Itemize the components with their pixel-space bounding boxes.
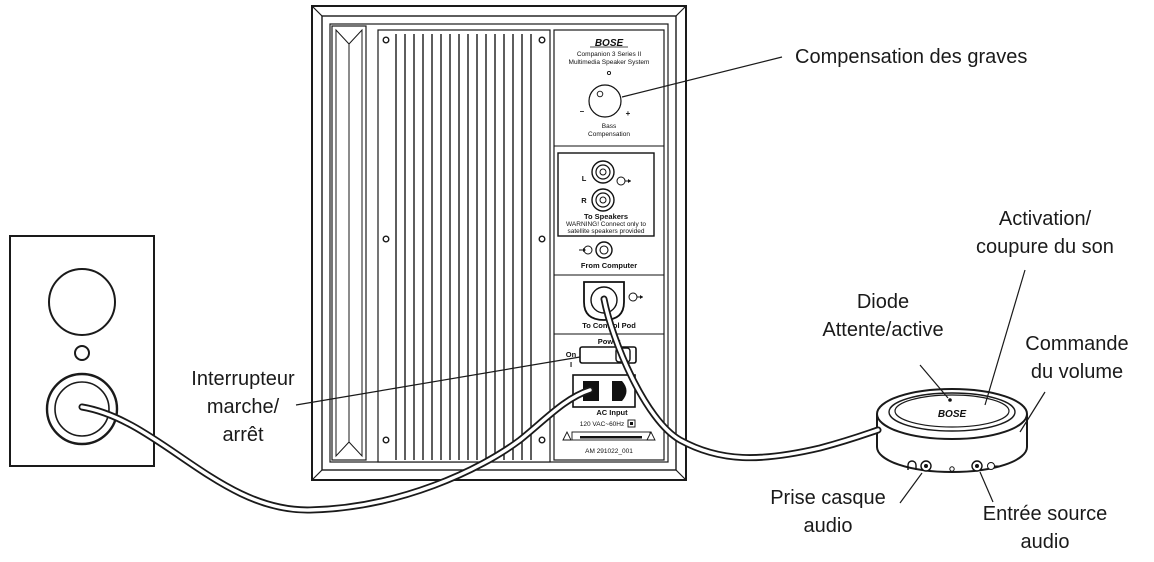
jack-r-label: R bbox=[581, 196, 587, 205]
headphone-jack[interactable] bbox=[920, 460, 932, 472]
ac-input-socket[interactable] bbox=[572, 374, 636, 408]
callout-volume-line2: du volume bbox=[1031, 361, 1123, 383]
leader-bass bbox=[621, 56, 783, 98]
headphone-icon bbox=[907, 460, 917, 470]
control-pod-output-icon bbox=[628, 292, 643, 302]
callout-headphone-line1: Prise casque bbox=[770, 487, 886, 509]
panel-logo: BOSE bbox=[595, 38, 624, 49]
aux-jack[interactable] bbox=[971, 460, 983, 472]
voltage-label: 120 VAC~60Hz bbox=[580, 421, 625, 428]
double-insulation-icon bbox=[627, 419, 636, 428]
callout-mute-line2: coupure du son bbox=[976, 236, 1114, 258]
panel-product-line1: Companion 3 Series II bbox=[577, 51, 642, 58]
bass-plus-label: + bbox=[626, 109, 631, 118]
warning-strip bbox=[562, 430, 656, 441]
standby-led bbox=[948, 398, 952, 402]
callout-volume-line1: Commande bbox=[1025, 333, 1128, 355]
from-computer-jack[interactable] bbox=[595, 241, 613, 259]
to-speakers-label: To Speakers bbox=[584, 212, 628, 221]
warning-line1: WARNING! Connect only to bbox=[566, 221, 646, 228]
callout-aux-line2: audio bbox=[1021, 531, 1070, 553]
heatsink-fins bbox=[395, 34, 532, 460]
control-pod: BOSE bbox=[876, 388, 1028, 473]
leader-mute bbox=[984, 269, 1026, 406]
warning-line2: satellite speakers provided bbox=[568, 228, 645, 235]
power-on-label: On bbox=[566, 350, 577, 359]
subwoofer: BOSE Companion 3 Series II Multimedia Sp… bbox=[311, 5, 687, 481]
callout-mute-line1: Activation/ bbox=[999, 208, 1092, 230]
from-computer-label: From Computer bbox=[581, 261, 637, 270]
power-cord bbox=[78, 386, 594, 514]
control-pod-cable bbox=[600, 295, 882, 462]
leader-volume bbox=[1019, 391, 1046, 433]
leader-aux bbox=[979, 471, 994, 503]
callout-switch-line2: marche/ bbox=[207, 396, 280, 418]
jack-l[interactable] bbox=[591, 160, 615, 184]
callout-bass-compensation: Compensation des graves bbox=[795, 46, 1027, 68]
aux-input-icon bbox=[987, 462, 999, 470]
jack-l-label: L bbox=[582, 174, 587, 183]
mute-button[interactable] bbox=[894, 394, 1010, 428]
wall-outlet bbox=[9, 235, 155, 467]
callout-aux-line1: Entrée source bbox=[983, 503, 1108, 525]
panel-product-line2: Multimedia Speaker System bbox=[569, 59, 650, 66]
bass-label-line2: Compensation bbox=[588, 131, 630, 138]
callout-switch-line3: arrêt bbox=[222, 424, 264, 446]
leader-switch bbox=[295, 356, 581, 406]
jack-r[interactable] bbox=[591, 188, 615, 212]
part-number: AM 291022_001 bbox=[585, 448, 633, 455]
callout-led-line2: Attente/active bbox=[822, 319, 943, 341]
callout-switch-line1: Interrupteur bbox=[191, 368, 295, 390]
ac-input-label: AC Input bbox=[596, 408, 628, 417]
leader-led bbox=[919, 364, 949, 399]
computer-input-icon bbox=[579, 245, 593, 255]
pod-logo: BOSE bbox=[938, 409, 967, 420]
bass-knob[interactable] bbox=[588, 84, 622, 118]
pod-indicator bbox=[949, 466, 955, 472]
callout-led-line1: Diode bbox=[857, 291, 909, 313]
leader-lines bbox=[295, 56, 1046, 504]
power-label: Power bbox=[598, 337, 621, 346]
power-on-symbol: I bbox=[570, 360, 572, 369]
bass-label-line1: Bass bbox=[602, 123, 617, 130]
bass-minus-label: – bbox=[580, 107, 585, 116]
panel-indicator bbox=[606, 70, 612, 76]
speaker-output-icon bbox=[616, 176, 631, 186]
leader-headphone bbox=[899, 472, 923, 504]
callout-headphone-line2: audio bbox=[804, 515, 853, 537]
